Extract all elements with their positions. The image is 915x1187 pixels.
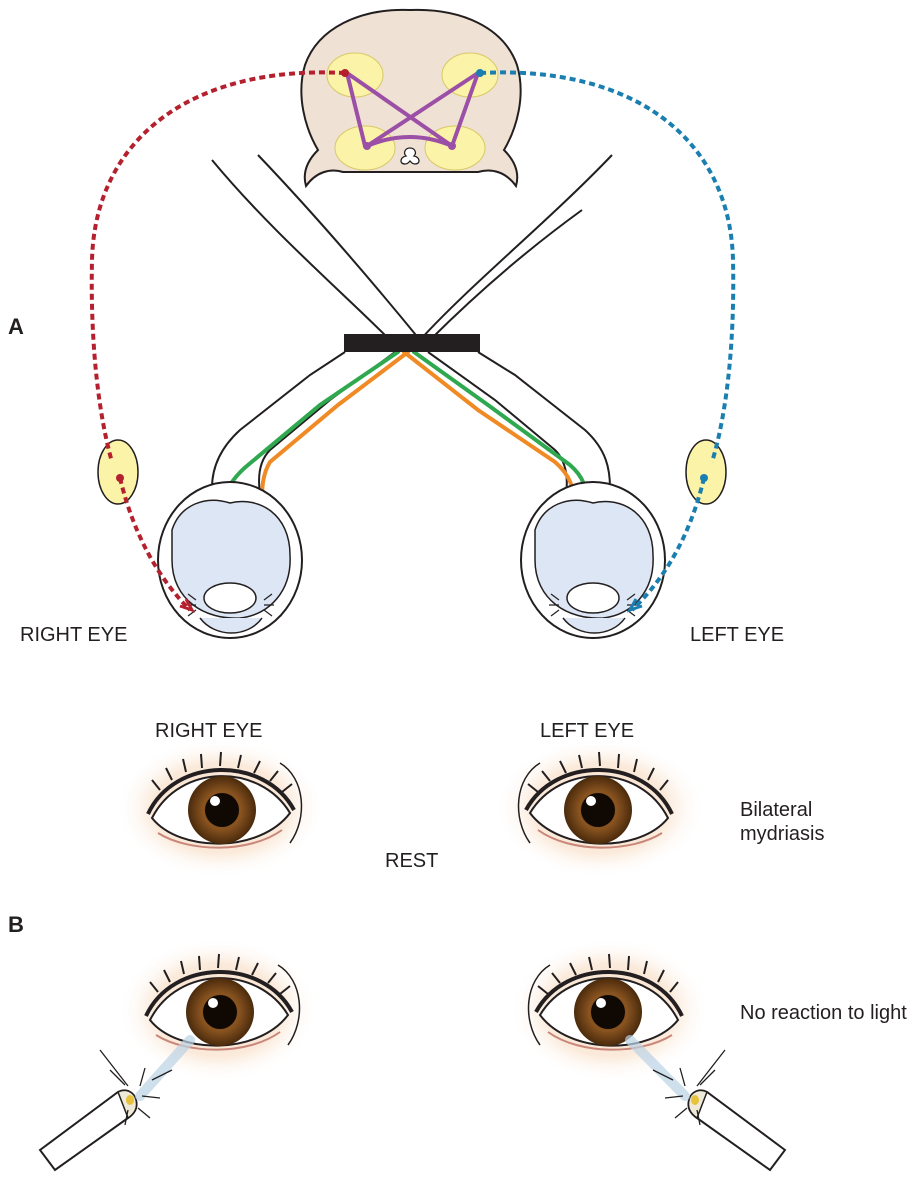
left-eye-globe xyxy=(521,482,665,638)
reaction-label: No reaction to light xyxy=(740,1002,907,1025)
rest-label: REST xyxy=(385,850,438,873)
mydriasis-label: Bilateral mydriasis xyxy=(740,798,824,846)
left-eye-rest xyxy=(495,738,705,878)
right-eye-light xyxy=(118,938,318,1082)
right-eye-rest xyxy=(115,738,325,878)
mydriasis-label-line2: mydriasis xyxy=(740,822,824,846)
chiasm-lesion xyxy=(344,334,480,352)
optic-tracts xyxy=(212,155,612,340)
left-eye-light xyxy=(510,938,710,1082)
left-eye-label-a: LEFT EYE xyxy=(690,624,784,647)
ciliary-ganglion-left xyxy=(686,440,726,504)
brainstem xyxy=(301,10,520,186)
right-eye-globe xyxy=(158,482,302,638)
penlight-icon xyxy=(40,1040,190,1170)
panel-a-label: A xyxy=(8,314,24,340)
right-eye-label-b: RIGHT EYE xyxy=(155,720,262,743)
mydriasis-label-line1: Bilateral xyxy=(740,798,824,822)
optic-nerves xyxy=(212,352,610,494)
panel-b-label: B xyxy=(8,912,24,938)
penlight-icon xyxy=(630,1040,785,1170)
left-eye-label-b: LEFT EYE xyxy=(540,720,634,743)
ciliary-ganglion-right xyxy=(98,440,138,504)
right-eye-label-a: RIGHT EYE xyxy=(20,624,127,647)
